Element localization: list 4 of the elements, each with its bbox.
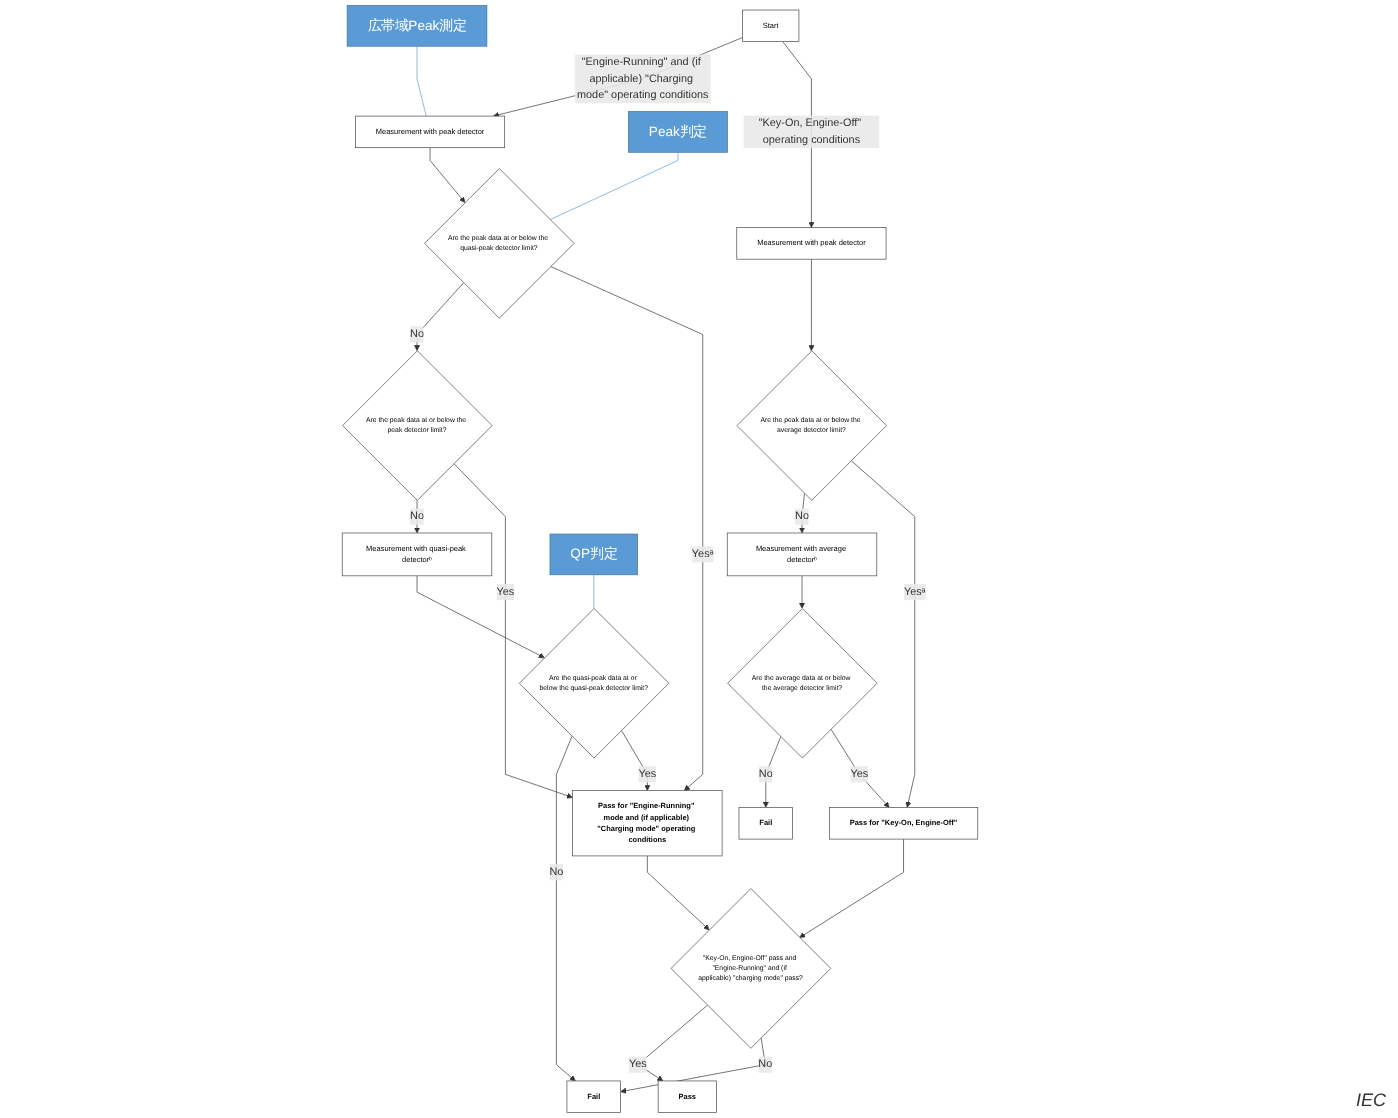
connector — [549, 151, 679, 221]
connector — [593, 574, 595, 609]
source-note: IEC — [1355, 1090, 1386, 1110]
connector — [416, 45, 427, 117]
